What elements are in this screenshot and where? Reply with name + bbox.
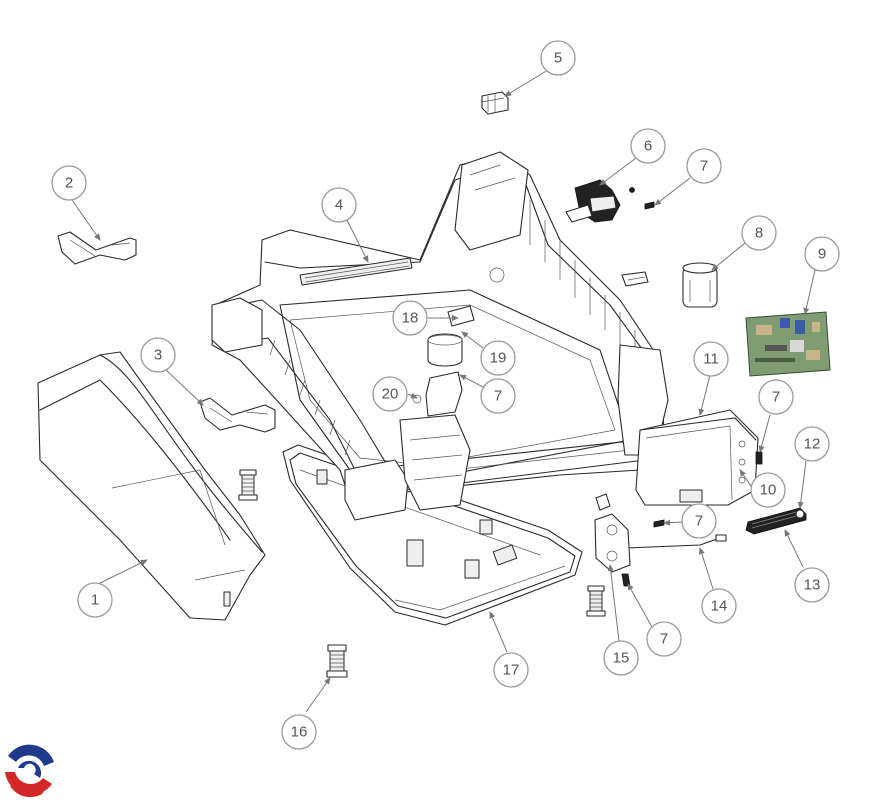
callout-17: 17	[493, 652, 529, 688]
svg-text:10: 10	[760, 482, 777, 499]
callout-14: 14	[701, 588, 737, 624]
screws-part	[621, 451, 763, 587]
callout-9: 9	[804, 236, 840, 272]
svg-text:13: 13	[804, 577, 821, 594]
small-block-part	[481, 91, 509, 115]
hinge-arm-lower-part	[199, 397, 276, 433]
svg-text:7: 7	[494, 388, 502, 405]
callout-8: 8	[741, 215, 777, 251]
control-board-part	[745, 311, 831, 377]
control-box-part	[635, 409, 759, 506]
callout-6: 6	[630, 128, 666, 164]
callout-3: 3	[140, 337, 176, 373]
svg-text:11: 11	[703, 351, 719, 368]
callout-7d: 7	[681, 503, 717, 539]
callout-10: 10	[750, 472, 786, 508]
callout-7c: 7	[758, 379, 794, 415]
callout-2: 2	[51, 165, 87, 201]
callout-1: 1	[77, 582, 113, 618]
svg-text:20: 20	[382, 386, 399, 403]
svg-text:7: 7	[660, 631, 668, 648]
svg-text:7: 7	[772, 389, 780, 406]
svg-text:3: 3	[154, 347, 162, 364]
svg-text:14: 14	[711, 598, 728, 615]
hinge-arm-upper-part	[57, 231, 137, 265]
svg-text:17: 17	[503, 662, 520, 679]
float-switch-part	[594, 493, 631, 573]
svg-text:6: 6	[644, 138, 652, 155]
pump-motor-part	[621, 262, 718, 308]
callout-7a: 7	[686, 148, 722, 184]
svg-text:4: 4	[335, 197, 343, 214]
callout-13: 13	[794, 567, 830, 603]
brand-logo-icon	[3, 743, 57, 798]
heating-element-part	[745, 507, 807, 535]
screw-part	[644, 201, 655, 210]
svg-text:8: 8	[755, 225, 763, 242]
kick-panel-part	[37, 351, 266, 621]
main-frame-part	[211, 151, 669, 521]
callout-20: 20	[372, 376, 408, 412]
svg-text:18: 18	[402, 310, 419, 327]
svg-text:7: 7	[695, 513, 703, 530]
callout-19: 19	[480, 340, 516, 376]
svg-text:15: 15	[613, 650, 630, 667]
callout-5: 5	[540, 40, 576, 76]
svg-text:9: 9	[818, 246, 826, 263]
leveling-foot-part	[238, 469, 606, 678]
callout-11: 11	[693, 341, 729, 377]
svg-text:2: 2	[65, 175, 73, 192]
callout-15: 15	[603, 640, 639, 676]
svg-text:1: 1	[91, 592, 99, 609]
callout-18: 18	[392, 300, 428, 336]
callout-16: 16	[281, 714, 317, 750]
wire-part	[625, 534, 727, 549]
callout-7e: 7	[646, 621, 682, 657]
svg-text:7: 7	[700, 158, 708, 175]
svg-text:12: 12	[804, 436, 821, 453]
callout-7b: 7	[480, 378, 516, 414]
center-components-part	[412, 305, 475, 417]
callout-4: 4	[321, 187, 357, 223]
callout-12: 12	[794, 426, 830, 462]
leader-lines	[71, 69, 816, 713]
svg-text:19: 19	[490, 350, 507, 367]
svg-text:5: 5	[554, 50, 562, 67]
inlet-valve-part	[565, 179, 635, 223]
svg-text:16: 16	[291, 724, 308, 741]
